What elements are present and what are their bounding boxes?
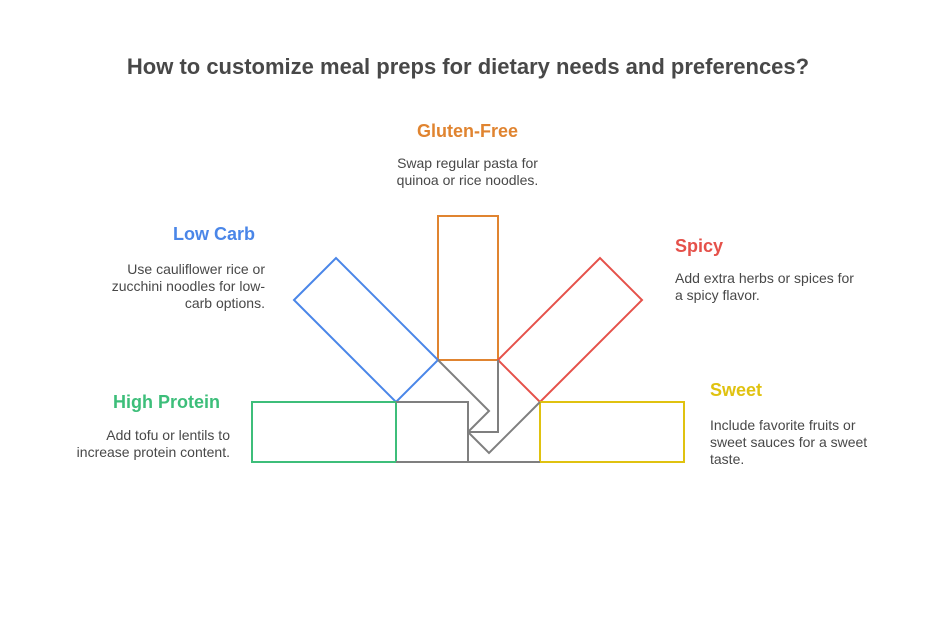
diagram-title: How to customize meal preps for dietary … [126,54,810,79]
spicy-description: Add extra herbs or spices for a spicy fl… [675,270,854,303]
center-connector [396,359,541,463]
sweet-description: Include favorite fruits or sweet sauces … [710,417,868,467]
low-carb-block [292,256,440,404]
low-carb-heading: Low Carb [172,224,255,244]
gluten-free-heading: Gluten-Free [416,121,518,141]
gluten-free-block [437,215,499,361]
sweet-block [539,401,685,463]
high-protein-heading: High Protein [113,392,220,412]
spicy-heading: Spicy [675,236,724,256]
low-carb-description: Use cauliflower rice or zucchini noodles… [111,261,265,311]
high-protein-block [251,401,397,463]
spicy-block [496,256,644,404]
sweet-heading: Sweet [710,380,763,400]
high-protein-description: Add tofu or lentils to increase protein … [76,427,230,460]
gluten-free-description: Swap regular pasta for quinoa or rice no… [396,155,539,188]
